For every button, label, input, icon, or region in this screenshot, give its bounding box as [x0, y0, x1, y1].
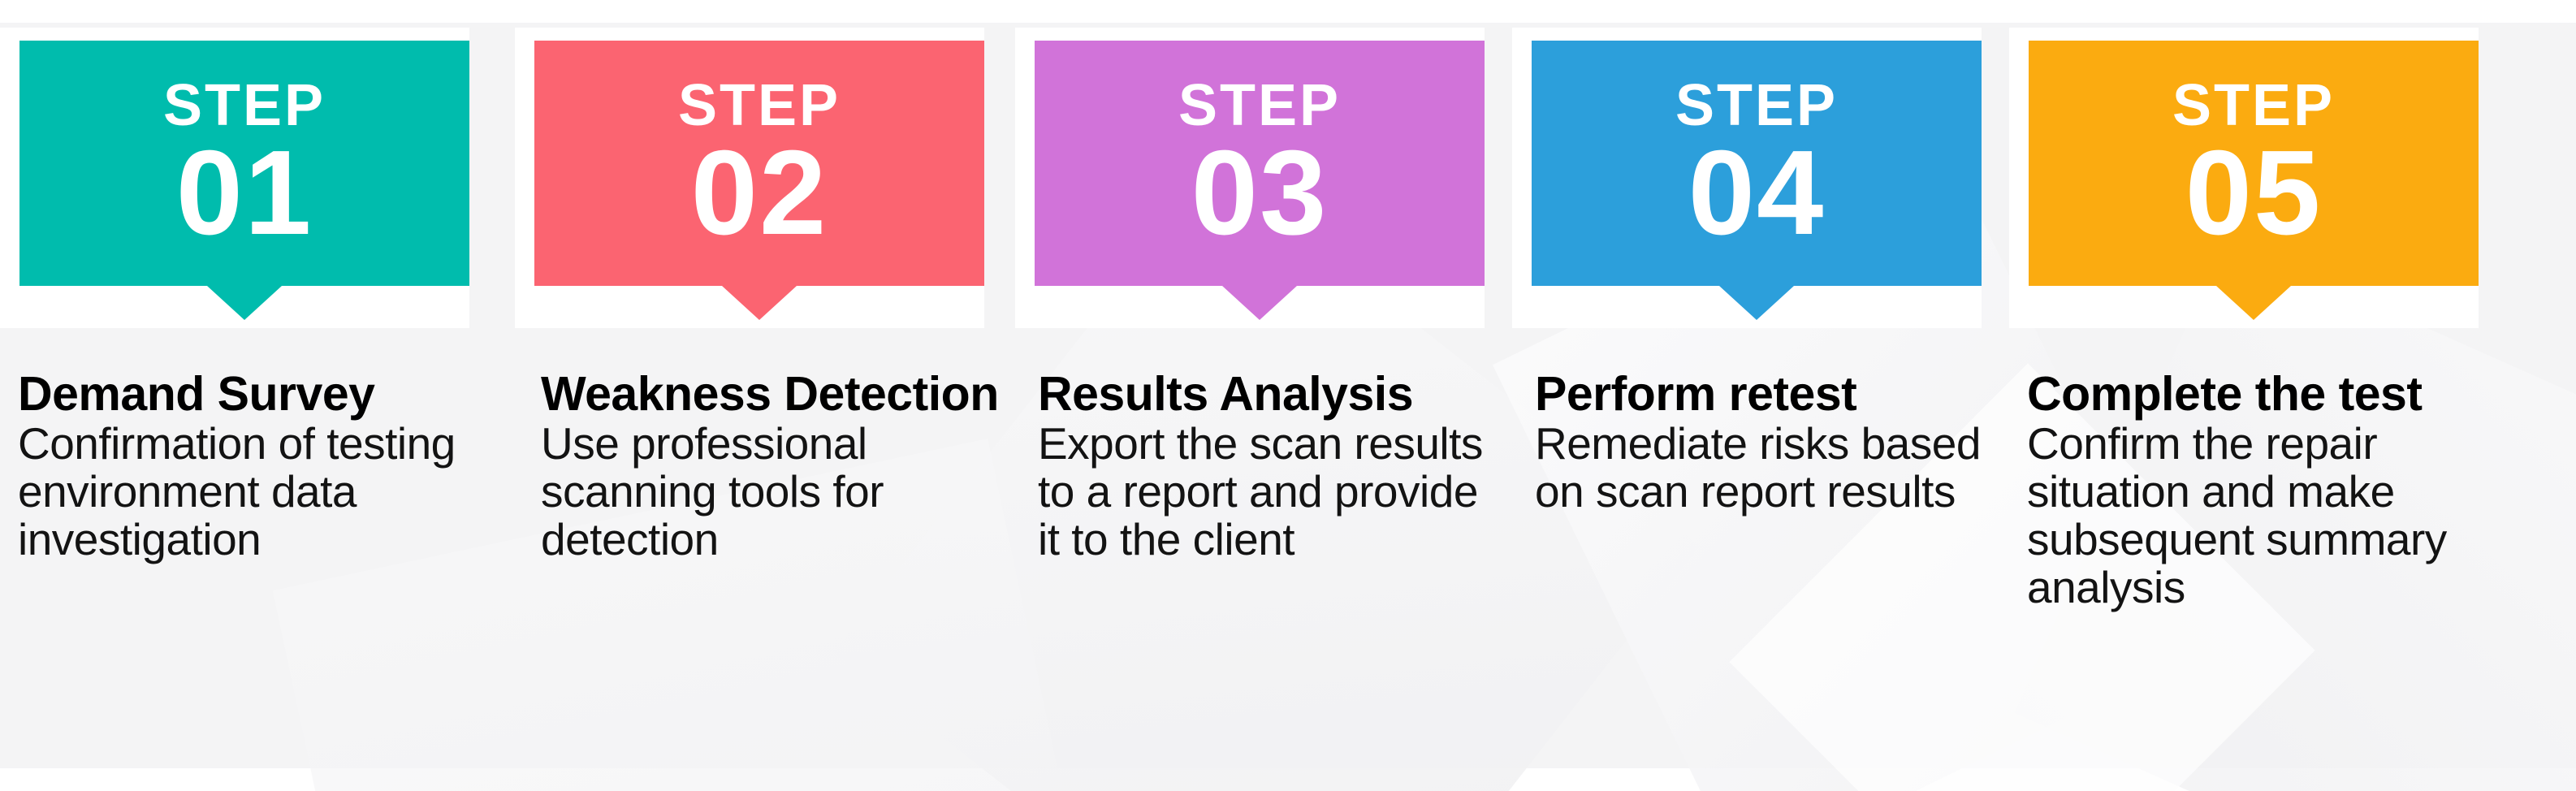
- step-badge-tail-3: [1222, 286, 1297, 320]
- step-description-3: Export the scan results to a report and …: [1038, 418, 1483, 564]
- step-number-4: 04: [1688, 125, 1826, 260]
- step-card-2[interactable]: STEP 02 Weakness Detection Use professio…: [515, 0, 1012, 791]
- step-card-4[interactable]: STEP 04 Perform retest Remediate risks b…: [1512, 0, 2009, 791]
- step-title-2: Weakness Detection: [541, 367, 999, 421]
- step-badge-1: STEP 01: [19, 41, 469, 286]
- step-card-5[interactable]: STEP 05 Complete the test Confirm the re…: [2009, 0, 2506, 791]
- step-title-1: Demand Survey: [18, 367, 375, 421]
- step-word-3: STEP: [1178, 72, 1342, 138]
- step-badge-5: STEP 05: [2029, 41, 2479, 286]
- step-number-3: 03: [1191, 125, 1329, 260]
- step-badge-4: STEP 04: [1532, 41, 1982, 286]
- step-text-1: Demand Survey Confirmation of testing en…: [18, 370, 489, 564]
- step-title-4: Perform retest: [1535, 367, 1857, 421]
- step-word-1: STEP: [162, 72, 326, 138]
- step-text-2: Weakness Detection Use professional scan…: [541, 370, 1012, 564]
- step-badge-2: STEP 02: [534, 41, 984, 286]
- step-card-3[interactable]: STEP 03 Results Analysis Export the scan…: [1015, 0, 1512, 791]
- step-number-1: 01: [175, 125, 313, 260]
- step-title-3: Results Analysis: [1038, 367, 1414, 421]
- step-text-5: Complete the test Confirm the repair sit…: [2027, 370, 2498, 612]
- step-number-2: 02: [690, 125, 828, 260]
- step-badge-tail-2: [722, 286, 797, 320]
- step-title-5: Complete the test: [2027, 367, 2423, 421]
- step-text-4: Perform retest Remediate risks based on …: [1535, 370, 2006, 516]
- step-badge-tail-1: [207, 286, 282, 320]
- step-word-5: STEP: [2172, 72, 2336, 138]
- step-number-5: 05: [2185, 125, 2323, 260]
- step-word-2: STEP: [677, 72, 841, 138]
- step-description-4: Remediate risks based on scan report res…: [1535, 418, 1981, 517]
- step-description-2: Use professional scanning tools for dete…: [541, 418, 884, 564]
- step-word-4: STEP: [1675, 72, 1839, 138]
- step-description-5: Confirm the repair situation and make su…: [2027, 418, 2447, 612]
- step-description-1: Confirmation of testing environment data…: [18, 418, 456, 564]
- step-text-3: Results Analysis Export the scan results…: [1038, 370, 1509, 564]
- step-card-1[interactable]: STEP 01 Demand Survey Confirmation of te…: [0, 0, 497, 791]
- step-badge-3: STEP 03: [1035, 41, 1485, 286]
- step-badge-tail-5: [2216, 286, 2291, 320]
- step-badge-tail-4: [1719, 286, 1794, 320]
